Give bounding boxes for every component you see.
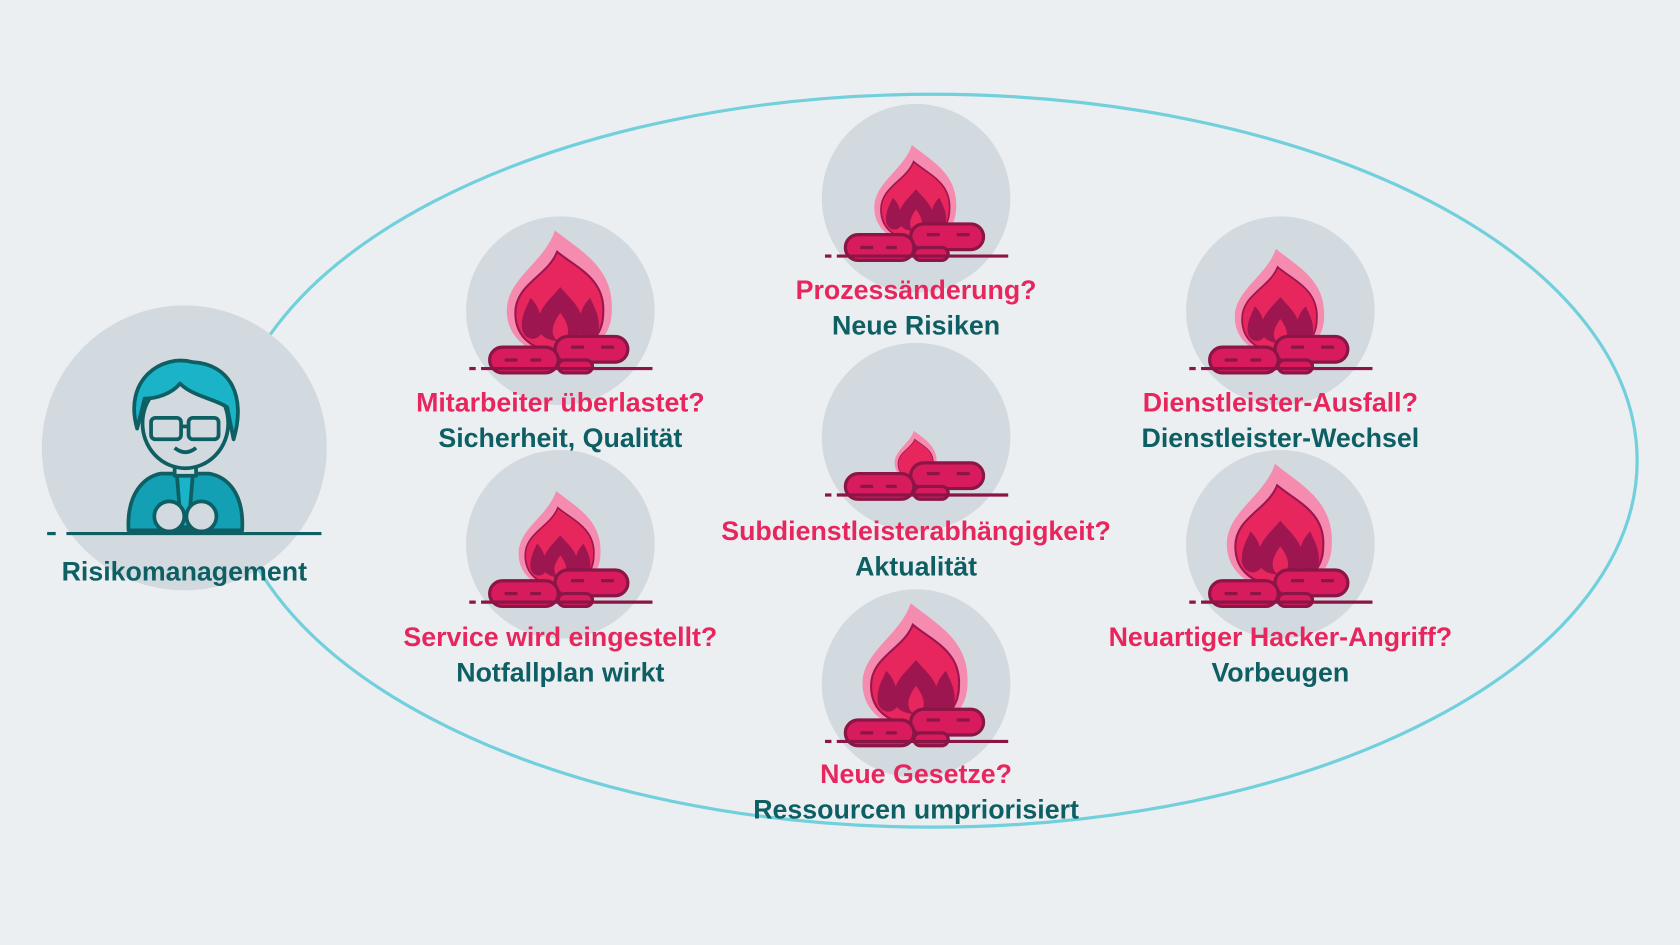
person-with-glasses-icon <box>126 358 245 534</box>
risk-question: Prozessänderung? <box>796 275 1037 305</box>
campfire-icon <box>825 144 1009 262</box>
logs-icon <box>469 568 653 609</box>
risk-answer: Vorbeugen <box>1211 657 1349 687</box>
flame-icon <box>874 144 957 243</box>
center-label: Risikomanagement <box>62 557 308 587</box>
risk-question: Subdienstleisterabhängigkeit? <box>721 516 1111 546</box>
campfire-icon <box>825 430 1009 501</box>
logs-icon <box>825 222 1009 262</box>
logs-icon <box>1189 568 1373 609</box>
flame-icon <box>862 603 968 729</box>
campfire-icon <box>469 491 653 609</box>
risk-node: Prozessänderung? Neue Risiken <box>796 103 1037 340</box>
risk-question: Neuartiger Hacker-Angriff? <box>1109 622 1453 652</box>
logs-icon <box>1189 334 1373 375</box>
flame-icon <box>518 491 601 589</box>
risk-question: Dienstleister-Ausfall? <box>1143 387 1418 417</box>
risk-question: Mitarbeiter überlastet? <box>416 387 705 417</box>
risk-node: Dienstleister-Ausfall? Dienstleister-Wech… <box>1142 216 1420 453</box>
risk-answer: Ressourcen umpriorisiert <box>753 795 1079 825</box>
risk-node: Service wird eingestellt? Notfallplan wir… <box>403 450 717 687</box>
risk-answer: Notfallplan wirkt <box>456 657 664 687</box>
risk-question: Service wird eingestellt? <box>403 622 717 652</box>
risk-answer: Aktualität <box>855 551 977 581</box>
campfire-icon <box>469 230 653 375</box>
risk-answer: Dienstleister-Wechsel <box>1142 423 1420 453</box>
risk-node: Mitarbeiter überlastet? Sicherheit, Quali… <box>416 216 705 453</box>
campfire-icon <box>1189 463 1373 609</box>
risk-answer: Sicherheit, Qualität <box>438 423 682 453</box>
flame-icon <box>1226 463 1332 590</box>
risk-answer: Neue Risiken <box>832 310 1000 340</box>
risk-nodes: Prozessänderung?Neue RisikenMitarbeiter … <box>403 103 1453 825</box>
risk-node: Subdienstleisterabhängigkeit? Aktualität <box>721 342 1111 581</box>
logs-icon <box>825 707 1009 748</box>
campfire-icon <box>1189 248 1373 375</box>
risk-question: Neue Gesetze? <box>820 759 1012 789</box>
risk-node: Neue Gesetze? Ressourcen umpriorisiert <box>753 589 1079 825</box>
logs-icon <box>825 461 1009 501</box>
risk-node: Neuartiger Hacker-Angriff? Vorbeugen <box>1109 450 1453 687</box>
logs-icon <box>469 334 653 375</box>
campfire-icon <box>825 603 1009 748</box>
flame-icon <box>1234 248 1325 356</box>
risk-management-node: Risikomanagement <box>41 305 327 591</box>
